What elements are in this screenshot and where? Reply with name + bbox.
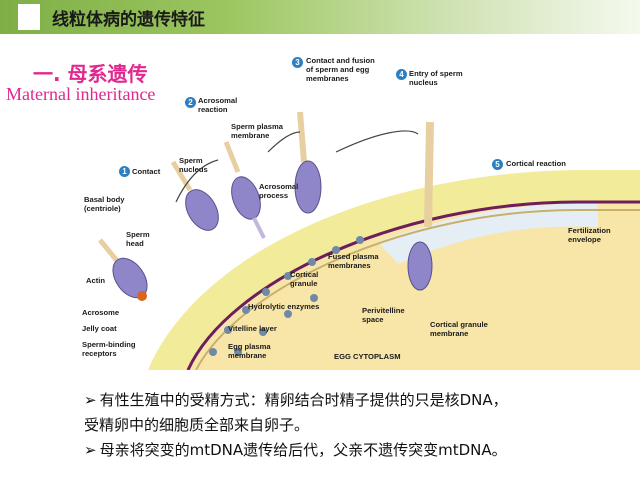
step-5-badge: 5 [492,159,503,170]
bullet-1-cont-text: 受精卵中的细胞质全部来自卵子。 [84,416,310,434]
label-cortical-reaction: Cortical reaction [506,159,566,168]
title-bar: 线粒体病的遗传特征 [0,0,640,34]
section-title-cn: 一. 母系遗传 [33,62,148,86]
slide-title: 线粒体病的遗传特征 [52,10,205,30]
label-acrosomal-process: Acrosomal process [259,182,299,200]
bullet-arrow-icon: ➢ [84,441,97,459]
label-sperm-head: Sperm head [126,230,150,248]
label-fused-plasma: Fused plasma membranes [328,252,379,270]
label-fertilization-envelope: Fertilization envelope [568,226,611,244]
label-basal-body: Basal body (centriole) [84,195,125,213]
label-vitelline-layer: Vitelline layer [228,324,277,333]
fertilization-diagram: 1 2 3 4 5 Contact Basal body (centriole)… [78,52,640,370]
step-4-badge: 4 [396,69,407,80]
label-jelly-coat: Jelly coat [82,324,117,333]
sperm-4 [294,111,322,214]
step-1-badge: 1 [119,166,130,177]
label-contact: Contact [132,167,161,176]
label-actin: Actin [86,276,105,285]
bullet-arrow-icon: ➢ [84,391,97,409]
cortical-granules [209,236,364,356]
title-bar-mark [18,4,40,30]
label-entry-sperm: Entry of sperm nucleus [409,69,463,87]
bullet-1-cont: 受精卵中的细胞质全部来自卵子。 [84,413,624,438]
label-acrosomal-reaction: Acrosomal reaction [198,96,238,114]
jelly-coat-band [148,170,640,370]
label-sperm-binding: Sperm-binding receptors [82,340,136,358]
process-arrows [175,130,419,203]
bullet-1-text: 有性生殖中的受精方式：精卵结合时精子提供的只是核DNA， [99,391,508,409]
label-egg-cytoplasm: EGG CYTOPLASM [334,352,401,361]
step-3-badge: 3 [292,57,303,68]
sperm-5 [407,121,434,291]
diagram-graphic [98,111,640,370]
vitelline-layer-line [186,200,640,370]
label-cortical-granule-membrane: Cortical granule membrane [430,320,488,338]
label-perivitelline: Perivitelline space [362,306,405,324]
step-2-badge: 2 [185,97,196,108]
bullet-2-text: 母亲将突变的mtDNA遗传给后代，父亲不遗传突变mtDNA。 [99,441,507,459]
label-egg-plasma-membrane: Egg plasma membrane [228,342,271,360]
label-hydrolytic-enzymes: Hydrolytic enzymes [248,302,320,311]
label-contact-fusion: Contact and fusion of sperm and egg memb… [306,56,375,83]
label-cortical-granule: Cortical granule [290,270,319,288]
label-acrosome: Acrosome [82,308,120,317]
perivitelline-zone [378,203,598,264]
bullet-1: ➢有性生殖中的受精方式：精卵结合时精子提供的只是核DNA， [84,388,624,413]
label-sperm-nucleus: Sperm nucleus [179,156,208,174]
section-title-en: Maternal inheritance [6,84,156,104]
sperm-1 [98,238,148,301]
sperm-3 [223,141,266,239]
bullet-list: ➢有性生殖中的受精方式：精卵结合时精子提供的只是核DNA， 受精卵中的细胞质全部… [84,388,624,463]
sperm-2 [170,160,219,231]
egg-plasma-membrane-line [195,209,640,370]
label-sperm-plasma-membrane: Sperm plasma membrane [231,122,283,140]
bullet-2: ➢母亲将突变的mtDNA遗传给后代，父亲不遗传突变mtDNA。 [84,438,624,463]
